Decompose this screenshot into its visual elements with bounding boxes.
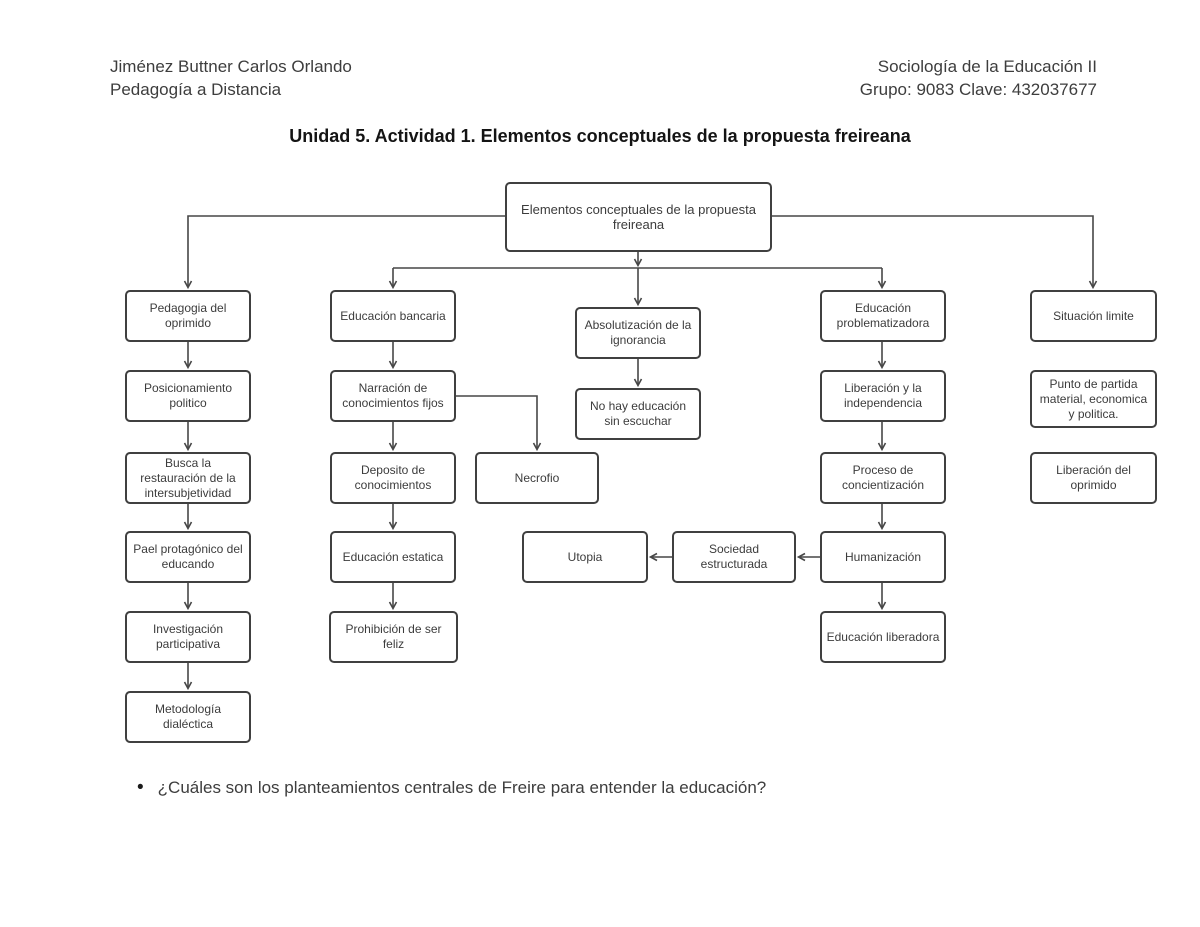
node-label: Investigación participativa (152, 622, 224, 651)
node-s3: Liberación del oprimido (1030, 452, 1157, 504)
node-label: Pedagogia del oprimido (149, 301, 227, 330)
author-name: Jiménez Buttner Carlos Orlando (110, 57, 352, 76)
node-b4: Educación estatica (330, 531, 456, 583)
node-b1: Educación bancaria (330, 290, 456, 342)
node-b3: Deposito de conocimientos (330, 452, 456, 504)
node-uto: Utopia (522, 531, 648, 583)
node-label: Educación liberadora (826, 629, 940, 644)
course-name: Sociología de la Educación II (877, 57, 1097, 76)
node-label: Pael protagónico del educando (133, 542, 243, 571)
node-p3: Busca la restauración de la intersubjeti… (125, 452, 251, 504)
node-label: Elementos conceptuales de la propuesta f… (521, 202, 756, 232)
node-p2: Posicionamiento politico (125, 370, 251, 422)
node-label: Educación problematizadora (836, 301, 930, 330)
node-e3: Proceso de concientización (820, 452, 946, 504)
question-bullet: • ¿Cuáles son los planteamientos central… (137, 778, 766, 798)
node-s2: Punto de partida material, economica y p… (1030, 370, 1157, 428)
node-p5: Investigación participativa (125, 611, 251, 663)
node-p4: Pael protagónico del educando (125, 531, 251, 583)
node-label: Deposito de conocimientos (354, 463, 432, 492)
node-label: Posicionamiento politico (143, 381, 233, 410)
edge-root-to-pedagogia (183, 215, 505, 290)
node-b5: Prohibición de ser feliz (329, 611, 458, 663)
node-label: Situación limite (1053, 308, 1134, 323)
node-label: Liberación y la independencia (843, 381, 923, 410)
node-e5: Educación liberadora (820, 611, 946, 663)
node-label: Utopia (567, 549, 603, 564)
node-label: Busca la restauración de la intersubjeti… (140, 455, 236, 500)
node-label: No hay educación sin escuchar (589, 399, 687, 428)
node-label: Educación bancaria (340, 308, 446, 323)
node-label: Liberación del oprimido (1056, 463, 1131, 492)
node-label: Prohibición de ser feliz (345, 622, 442, 651)
page-title: Unidad 5. Actividad 1. Elementos concept… (289, 126, 911, 146)
node-e4: Humanización (820, 531, 946, 583)
node-s1: Situación limite (1030, 290, 1157, 342)
node-label: Punto de partida material, economica y p… (1039, 376, 1148, 421)
node-label: Humanización (844, 549, 922, 564)
group-key: Grupo: 9083 Clave: 432037677 (859, 80, 1097, 99)
node-label: Sociedad estructurada (700, 542, 768, 571)
node-e2: Liberación y la independencia (820, 370, 946, 422)
node-necro: Necrofio (475, 452, 599, 504)
edge-root-to-situacion (772, 215, 1098, 290)
node-label: Educación estatica (342, 549, 444, 564)
bullet-icon: • (137, 777, 144, 798)
node-label: Narración de conocimientos fijos (342, 381, 444, 410)
edge-narracion-to-necrofio (456, 395, 542, 452)
node-soc: Sociedad estructurada (672, 531, 796, 583)
node-p6: Metodología dialéctica (125, 691, 251, 743)
node-label: Absolutización de la ignorancia (584, 318, 692, 347)
node-b2: Narración de conocimientos fijos (330, 370, 456, 422)
node-a2: No hay educación sin escuchar (575, 388, 701, 440)
node-e1: Educación problematizadora (820, 290, 946, 342)
program-name: Pedagogía a Distancia (110, 80, 282, 99)
question-text: ¿Cuáles son los planteamientos centrales… (157, 778, 767, 797)
node-p1: Pedagogia del oprimido (125, 290, 251, 342)
node-a1: Absolutización de la ignorancia (575, 307, 701, 359)
header-right: Sociología de la Educación II Grupo: 908… (860, 55, 1097, 101)
node-label: Necrofio (514, 470, 560, 485)
node-root: Elementos conceptuales de la propuesta f… (505, 182, 772, 252)
header-left: Jiménez Buttner Carlos Orlando Pedagogía… (110, 55, 352, 101)
node-label: Proceso de concientización (841, 463, 925, 492)
node-label: Metodología dialéctica (154, 702, 222, 731)
